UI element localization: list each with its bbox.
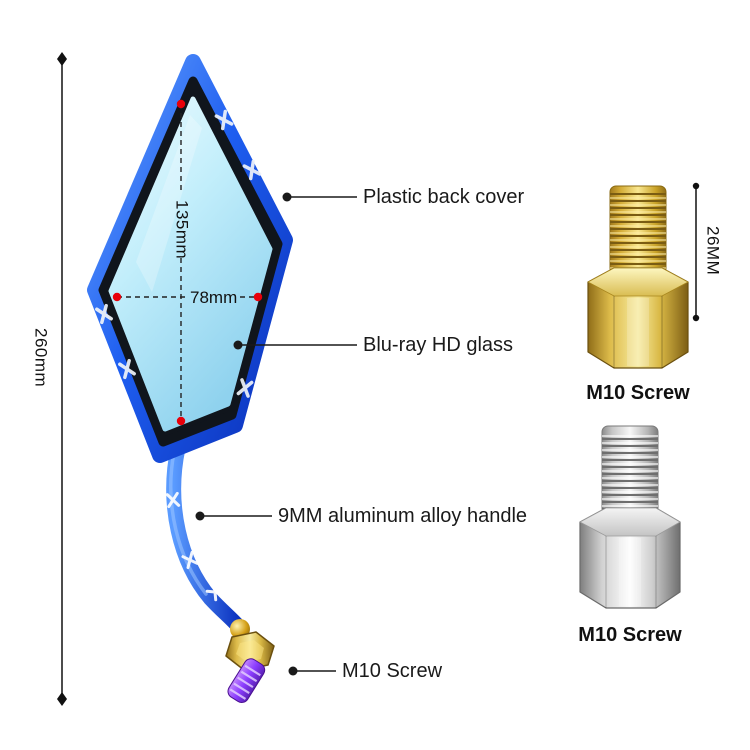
handle-mount-screw [225, 619, 275, 703]
dimension-135mm-label: 135mm [172, 200, 192, 260]
red-marker-left [112, 292, 122, 302]
mirror-dimension-annotations [112, 99, 263, 426]
mirror-head [87, 54, 293, 463]
dimension-26mm-label: 26MM [703, 226, 723, 276]
red-marker-top [176, 99, 186, 109]
callout-plastic-back-cover: Plastic back cover [363, 186, 525, 208]
gold-m10-screw [587, 185, 689, 369]
dimension-78mm-label: 78mm [190, 288, 238, 307]
dimension-26mm-line [692, 182, 700, 322]
silver-screw-label: M10 Screw [578, 624, 682, 646]
purple-screw-tip [227, 658, 266, 703]
mirror-glass [108, 96, 273, 432]
callout-aluminum-handle: 9MM aluminum alloy handle [278, 505, 528, 527]
dimension-260mm-line [57, 52, 67, 706]
red-marker-right [253, 292, 263, 302]
red-marker-bottom [176, 416, 186, 426]
callout-m10-screw: M10 Screw [342, 660, 443, 682]
frame-pattern [95, 109, 262, 398]
callout-leaders [195, 192, 357, 676]
handle-pattern [165, 491, 225, 602]
callout-blu-ray-glass: Blu-ray HD glass [363, 334, 514, 356]
silver-m10-screw [579, 425, 681, 609]
mirror-handle [165, 440, 246, 634]
gold-screw-label: M10 Screw [586, 382, 690, 404]
glass-sheen [136, 115, 202, 292]
gold-nut [225, 631, 275, 671]
dimension-260mm-label: 260mm [31, 328, 51, 388]
